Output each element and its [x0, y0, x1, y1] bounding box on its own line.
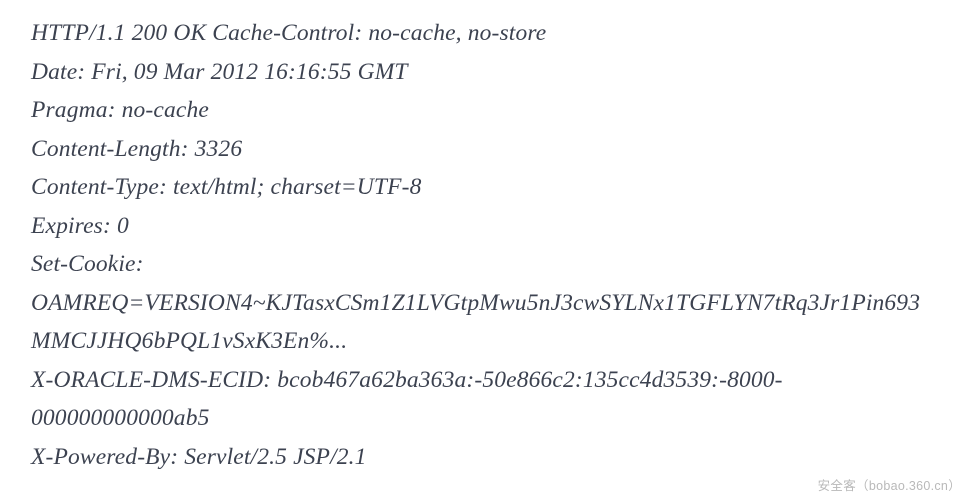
header-line-set-cookie: Set-Cookie:	[31, 251, 144, 277]
header-line-set-cookie-value-2: MMCJJHQ6bPQL1vSxK3En%...	[31, 328, 348, 354]
header-line-content-length: Content-Length: 3326	[31, 135, 243, 162]
header-line-pragma: Pragma: no-cache	[31, 97, 209, 123]
header-line-expires: Expires: 0	[31, 212, 129, 239]
http-response-header-dump: HTTP/1.1 200 OK Cache-Control: no-cache,…	[31, 14, 961, 476]
header-line-x-powered-by: X-Powered-By: Servlet/2.5 JSP/2.1	[31, 443, 367, 470]
header-line-content-type: Content-Type: text/html; charset=UTF-8	[31, 174, 422, 200]
header-line-set-cookie-value-1: OAMREQ=VERSION4~KJTasxCSm1Z1LVGtpMwu5nJ3…	[31, 289, 921, 316]
header-line-status-and-cache-control: HTTP/1.1 200 OK Cache-Control: no-cache,…	[31, 20, 547, 46]
header-line-x-oracle-dms-ecid: X-ORACLE-DMS-ECID: bcob467a62ba363a:-50e…	[31, 366, 783, 393]
header-line-x-oracle-dms-ecid-cont: 000000000000ab5	[31, 405, 210, 431]
source-watermark: 安全客（bobao.360.cn）	[817, 479, 961, 493]
header-line-date: Date: Fri, 09 Mar 2012 16:16:55 GMT	[31, 58, 408, 85]
